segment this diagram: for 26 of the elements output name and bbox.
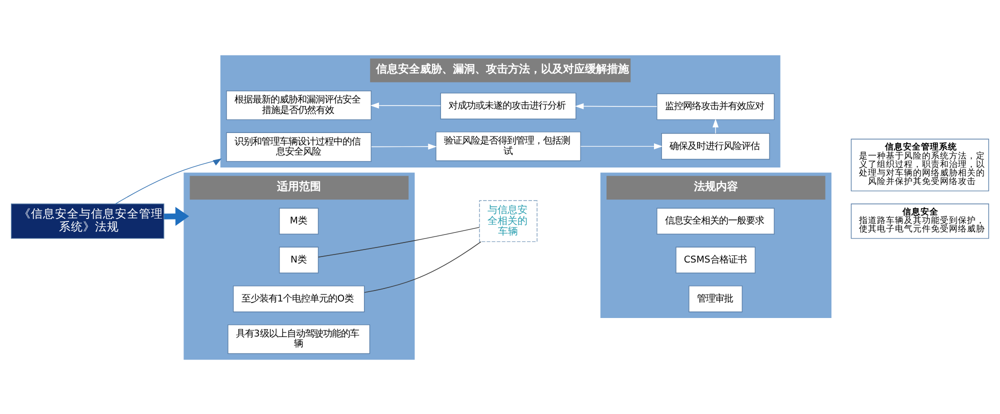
arrow [370,102,441,108]
node-box: M类 [279,207,319,234]
node-box: 识别和管理车辆设计过程中的信息安全风险 [226,132,372,162]
node-box: N类 [279,246,319,273]
node-box: 对成功或未遂的攻击进行分析 [440,92,576,119]
node-box: CSMS合格证书 [676,246,756,273]
arrow [371,143,437,150]
node-box: 信息安全 指道路车辆及其功能受到保护，使其电子电气元件免受网络威胁 [850,203,990,238]
node-box: 与信息安全相关的车辆 [479,200,538,242]
node-box: 监控网络攻击并有效应对 [656,92,775,120]
connector [318,226,480,257]
node-box: 至少装有1个电控单元的O类 [232,285,365,312]
arrow [580,142,663,149]
node-box: 信息安全相关的一般要求 [656,207,775,234]
node-box: 根据最新的威胁和漏洞评估安全措施是否仍然有效 [226,90,372,120]
arrow [575,102,658,109]
node-box: 具有3级以上自动驾驶功能的车辆 [228,324,370,354]
node-box: 信息安全管理系统 是一种基于风险的系统方法，定义了组织过程，职责和治理，以处理与对车辆的网络威胁相关的风险并保护其免受网络攻击 [850,138,990,191]
arrow [164,206,190,226]
node-box: 验证风险是否得到管理，包括测试 [436,131,581,161]
connector [364,240,482,292]
node-box: 《信息安全与信息安全管理系统》法规 [10,203,164,238]
arrow [115,158,222,204]
arrow [712,118,719,134]
node-box: 确保及时进行风险评估 [661,132,770,160]
node-box: 管理审批 [688,285,743,312]
